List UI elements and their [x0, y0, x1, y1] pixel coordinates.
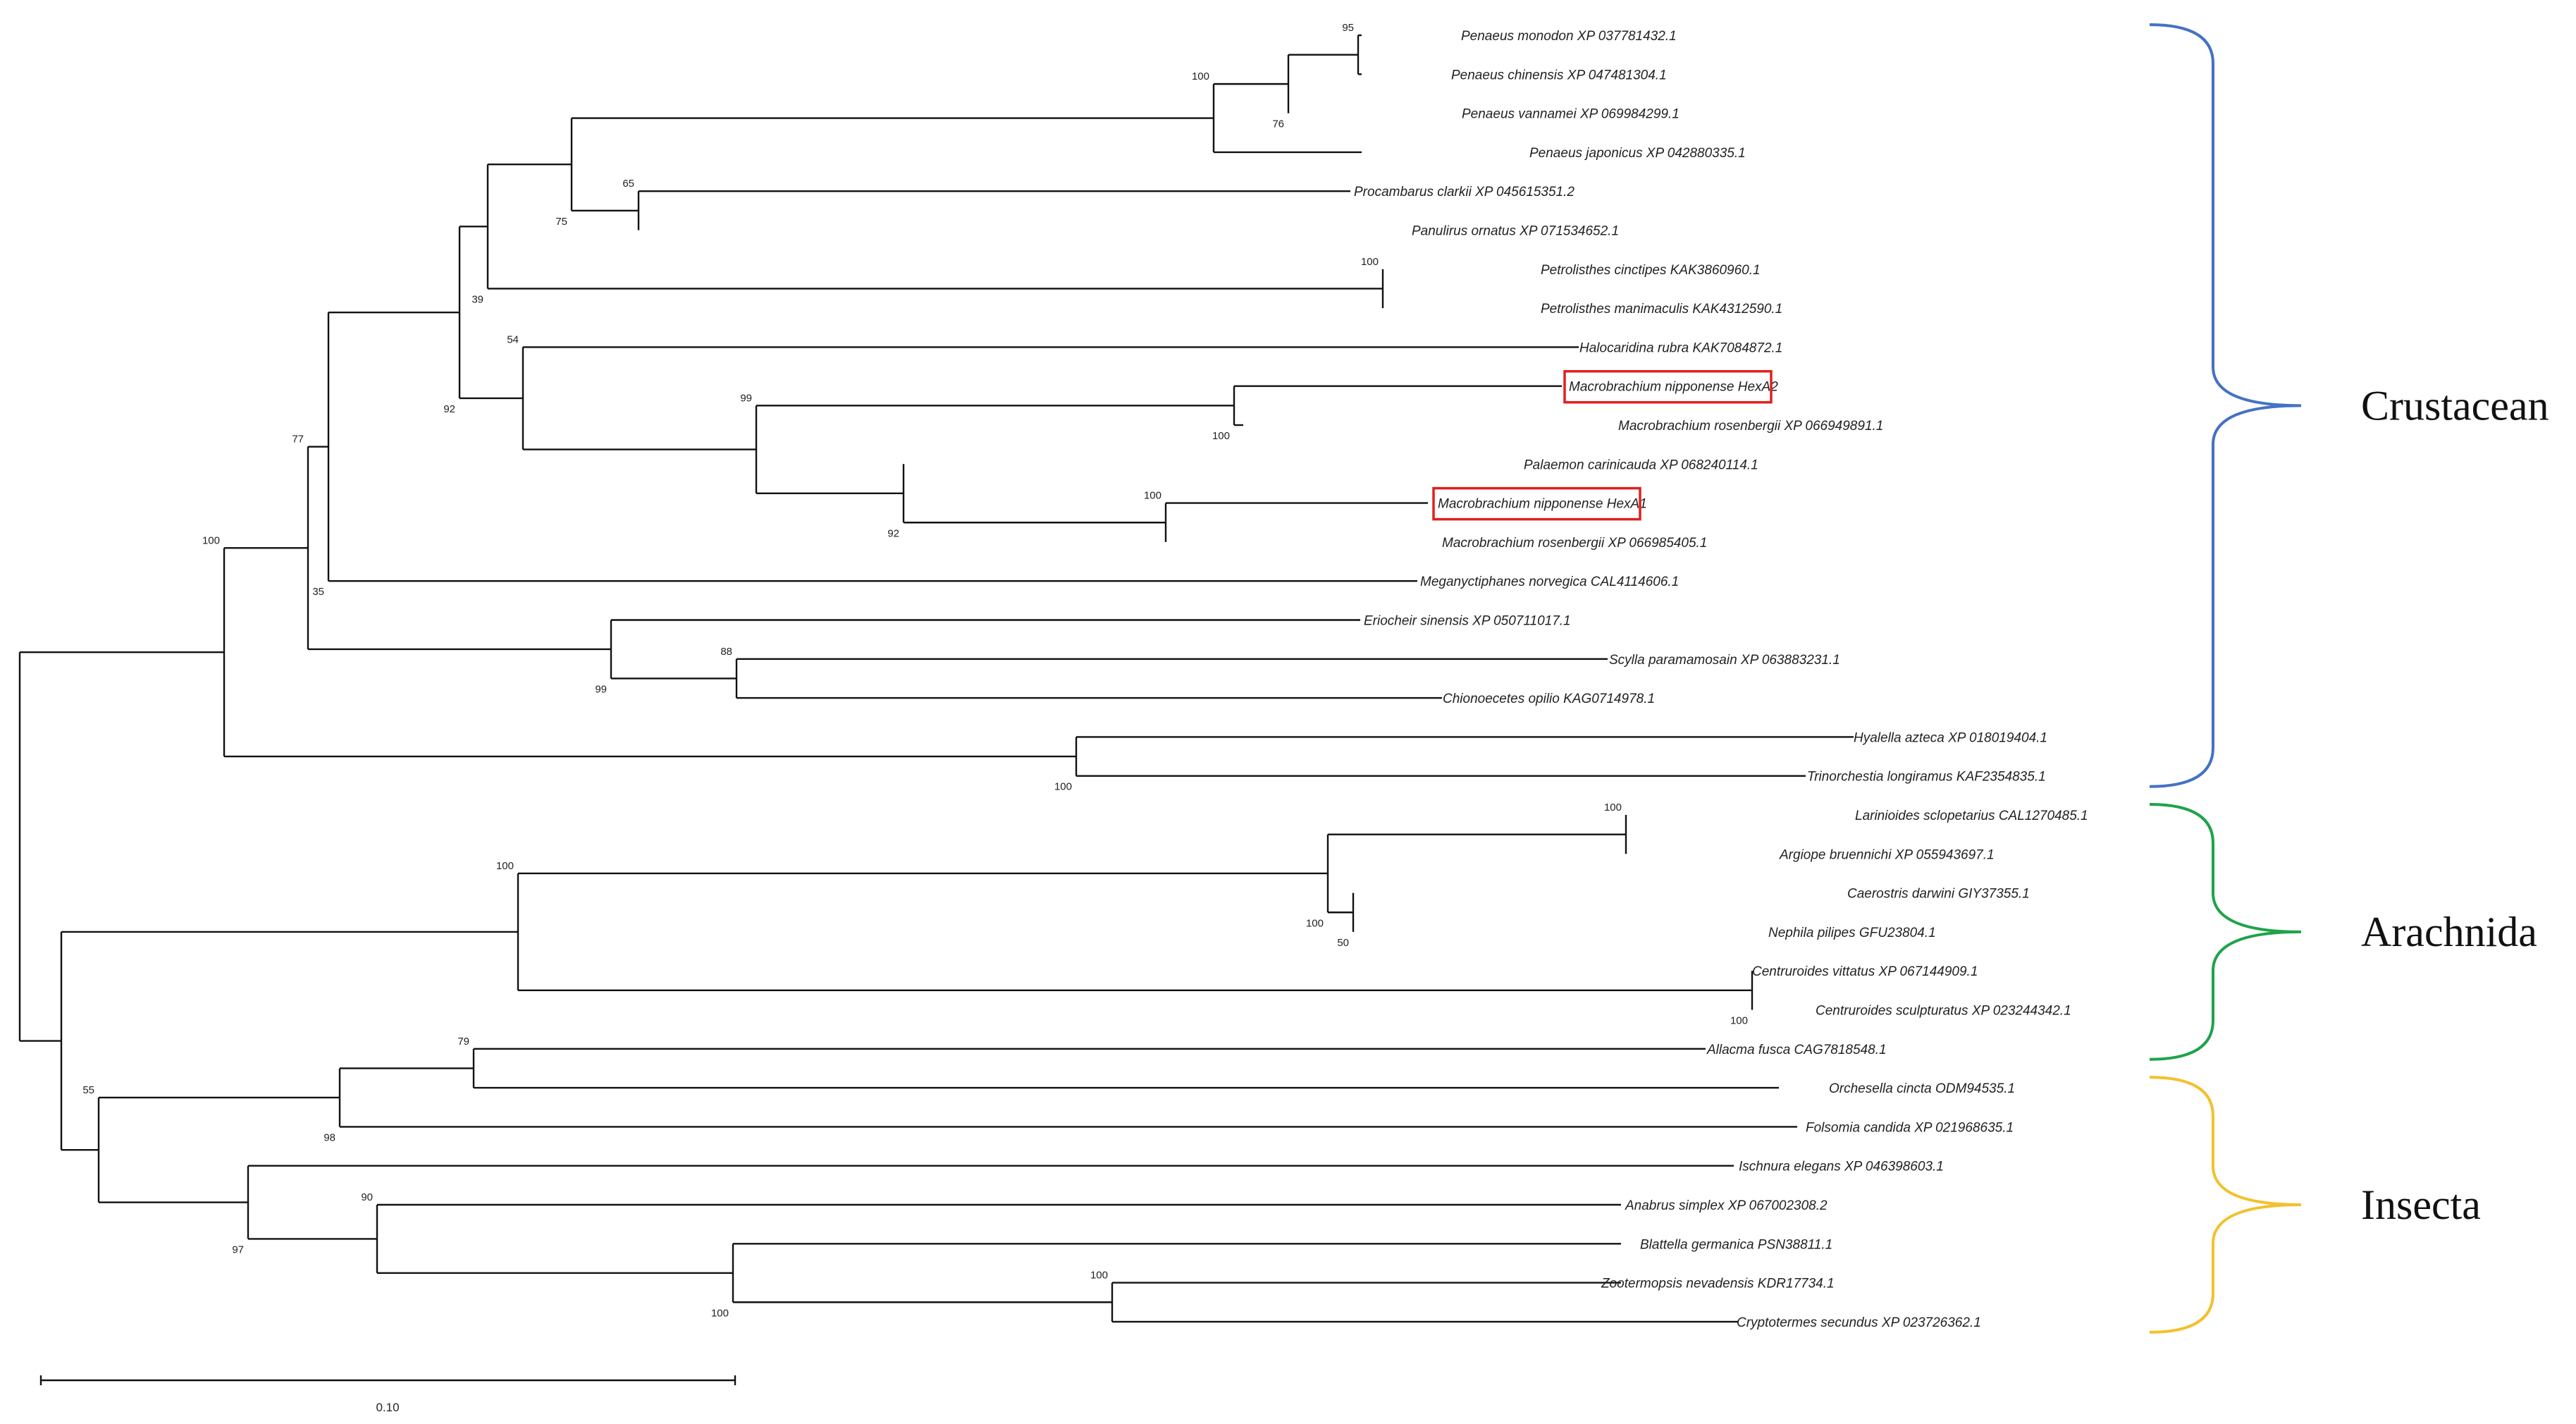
bootstrap-label: 100	[1604, 802, 1622, 814]
taxon-label: Panulirus ornatus XP 071534652.1	[1412, 224, 1619, 239]
bootstrap-label: 99	[595, 683, 607, 695]
bootstrap-label: 100	[1306, 917, 1324, 929]
highlight-box	[1563, 369, 1773, 404]
taxon-label: Macrobrachium nipponense HexA2	[1569, 380, 1778, 395]
group-bracket	[2149, 1076, 2302, 1334]
taxon-label: Petrolisthes cinctipes KAK3860960.1	[1541, 263, 1761, 278]
taxon-label: Chionoecetes opilio KAG0714978.1	[1443, 692, 1655, 706]
bootstrap-label: 76	[1272, 118, 1284, 130]
taxon-label: Cryptotermes secundus XP 023726362.1	[1737, 1315, 1981, 1330]
bootstrap-label: 100	[1144, 490, 1161, 502]
group-label: Insecta	[2361, 1181, 2481, 1228]
bootstrap-label: 99	[740, 392, 752, 404]
bootstrap-label: 97	[232, 1244, 244, 1256]
bootstrap-label: 100	[1090, 1270, 1108, 1282]
taxon-label: Penaeus chinensis XP 047481304.1	[1451, 68, 1667, 82]
taxon-label: Meganyctiphanes norvegica CAL4114606.1	[1420, 575, 1679, 589]
tree-branches	[18, 34, 1854, 1323]
taxon-label: Allacma fusca CAG7818548.1	[1706, 1043, 1887, 1057]
taxon-label: Penaeus vannamei XP 069984299.1	[1462, 107, 1680, 122]
taxon-label: Halocaridina rubra KAK7084872.1	[1579, 340, 1782, 355]
scale-bar: 0.10	[39, 1375, 737, 1414]
taxon-label: Folsomia candida XP 021968635.1	[1806, 1120, 2014, 1135]
taxon-label: Larinioides sclopetarius CAL1270485.1	[1855, 809, 2088, 823]
taxon-label: Macrobrachium nipponense HexA1	[1438, 497, 1647, 512]
taxon-label: Orchesella cincta ODM94535.1	[1829, 1081, 2015, 1096]
bootstrap-label: 90	[361, 1191, 373, 1203]
taxon-label: Argiope bruennichi XP 055943697.1	[1779, 847, 1995, 862]
taxon-label: Caerostris darwini GIY37355.1	[1847, 887, 2030, 902]
taxon-label: Palaemon carinicauda XP 068240114.1	[1524, 458, 1758, 472]
bootstrap-label: 100	[1192, 70, 1209, 82]
group-label: Arachnida	[2361, 909, 2537, 955]
bootstrap-label: 55	[82, 1084, 94, 1096]
bootstrap-label: 65	[622, 178, 634, 190]
scale-bar-label: 0.10	[376, 1401, 399, 1414]
bootstrap-label: 54	[507, 333, 519, 345]
taxon-label: Penaeus monodon XP 037781432.1	[1461, 29, 1677, 44]
taxon-label: Macrobrachium rosenbergii XP 066985405.1	[1442, 536, 1707, 551]
bootstrap-label: 100	[711, 1307, 729, 1319]
bootstrap-label: 92	[443, 403, 455, 415]
taxon-label: Centruroides sculpturatus XP 023244342.1	[1816, 1004, 2071, 1019]
taxon-label: Zootermopsis nevadensis KDR17734.1	[1601, 1277, 1835, 1291]
taxon-label: Centruroides vittatus XP 067144909.1	[1752, 964, 1978, 979]
bootstrap-label: 100	[496, 860, 514, 872]
taxon-label: Macrobrachium rosenbergii XP 066949891.1	[1618, 419, 1883, 434]
bootstrap-label: 95	[1342, 22, 1354, 34]
bootstrap-values: 95 76 100 65 75 100 39 100 100 92 99 54 92 88 99 35 77 10…	[82, 22, 1748, 1319]
bootstrap-label: 39	[472, 293, 483, 305]
bootstrap-label: 100	[1730, 1015, 1748, 1027]
bootstrap-label: 100	[1361, 256, 1379, 268]
group-bracket	[2149, 23, 2302, 788]
bootstrap-label: 92	[887, 527, 899, 539]
taxon-label: Nephila pilipes GFU23804.1	[1768, 926, 1936, 940]
taxon-label: Procambarus clarkii XP 045615351.2	[1354, 185, 1574, 200]
taxon-label: Eriocheir sinensis XP 050711017.1	[1364, 614, 1571, 629]
taxon-label: Scylla paramamosain XP 063883231.1	[1609, 653, 1840, 668]
bootstrap-label: 100	[202, 534, 220, 546]
bootstrap-label: 100	[1054, 781, 1072, 793]
bootstrap-label: 79	[457, 1036, 469, 1048]
taxon-label: Hyalella azteca XP 018019404.1	[1854, 730, 2047, 745]
bootstrap-label: 88	[720, 646, 732, 658]
taxon-label: Anabrus simplex XP 067002308.2	[1625, 1198, 1828, 1213]
taxon-label: Blattella germanica PSN38811.1	[1640, 1237, 1832, 1252]
taxon-label: Petrolisthes manimaculis KAK4312590.1	[1541, 302, 1782, 317]
taxon-label: Ischnura elegans XP 046398603.1	[1739, 1160, 1944, 1174]
bootstrap-label: 100	[1212, 430, 1230, 442]
group-bracket	[2149, 803, 2302, 1061]
taxon-label: Trinorchestia longiramus KAF2354835.1	[1807, 770, 2046, 785]
group-label: Crustacean	[2361, 382, 2549, 429]
bootstrap-label: 35	[312, 586, 324, 598]
bootstrap-label: 50	[1337, 937, 1349, 949]
taxon-label: Penaeus japonicus XP 042880335.1	[1529, 146, 1746, 161]
bootstrap-label: 77	[292, 434, 304, 446]
bootstrap-label: 98	[323, 1131, 335, 1143]
highlight-box	[1432, 486, 1641, 521]
bootstrap-label: 75	[555, 216, 567, 228]
